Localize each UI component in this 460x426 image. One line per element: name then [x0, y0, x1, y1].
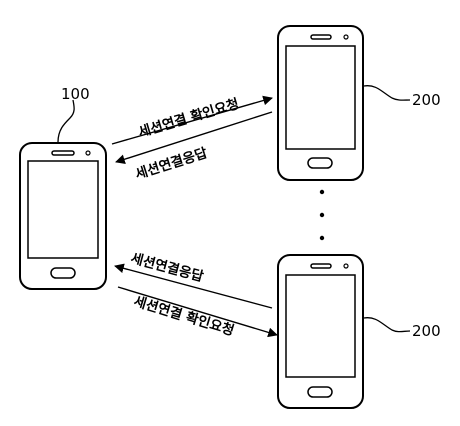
client-leader-line: [57, 99, 75, 143]
client-ref-label: 100: [61, 85, 90, 103]
top-response-arrow: [115, 111, 273, 164]
bottom-request-label: 세션연결 확인요청: [132, 293, 236, 340]
bottom-response-arrow: [114, 263, 273, 309]
server-top-speaker-icon: [310, 34, 332, 40]
server-top-ref-label: 200: [412, 91, 441, 109]
top-request-label: 세션연결 확인요청: [136, 95, 241, 141]
server-bottom-leader-line: [363, 317, 411, 333]
client-speaker-icon: [51, 150, 75, 156]
server-bottom-home-button-icon: [307, 386, 333, 398]
server-bottom-speaker-icon: [310, 263, 332, 269]
server-bottom-ref-label: 200: [412, 322, 441, 340]
client-phone: [19, 142, 107, 290]
top-response-label: 세션연결응답: [133, 144, 210, 183]
bottom-request-arrow: [117, 286, 278, 338]
server-top-leader-line: [363, 85, 411, 101]
server-phone-bottom: [277, 254, 364, 409]
top-request-arrow: [111, 95, 273, 145]
server-top-home-button-icon: [307, 157, 333, 169]
ellipsis-dots: [319, 189, 325, 241]
server-phone-top: [277, 25, 364, 181]
client-home-button-icon: [50, 267, 76, 279]
